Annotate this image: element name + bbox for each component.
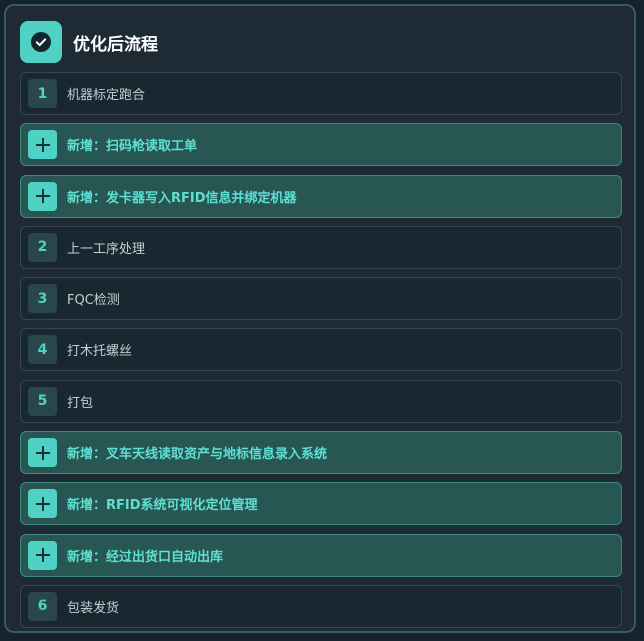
step-number-badge: 6 — [28, 591, 57, 621]
step-label: 包装发货 — [67, 600, 120, 616]
plus-icon — [28, 540, 57, 570]
step-label: 打木托螺丝 — [67, 344, 133, 360]
added-step-label: 新增：扫码枪读取工单 — [67, 139, 198, 155]
step-item-2: 2 上一工序处理 — [20, 225, 622, 269]
step-item-4: 4 打木托螺丝 — [20, 328, 622, 372]
step-number-badge: 1 — [28, 79, 57, 108]
added-step-item: 新增：发卡器写入RFID信息并绑定机器 — [20, 174, 622, 218]
plus-icon — [28, 130, 57, 160]
step-item-5: 5 打包 — [20, 379, 622, 423]
added-step-label: 新增：RFID系统可视化定位管理 — [67, 498, 258, 514]
step-number-badge: 4 — [28, 335, 57, 365]
page-title: 优化后流程 — [73, 34, 158, 55]
check-circle-icon — [20, 21, 62, 63]
optimized-process-panel: 优化后流程 1 机器标定跑合 新增：扫码枪读取工单 新增：发卡器写入RFID信息… — [4, 4, 636, 633]
step-label: 机器标定跑合 — [67, 88, 146, 103]
added-step-item: 新增：叉车天线读取资产与地标信息录入系统 — [20, 431, 622, 475]
plus-icon — [28, 489, 57, 519]
added-step-label: 新增：经过出货口自动出库 — [67, 549, 224, 565]
plus-icon — [28, 438, 57, 468]
step-number-badge: 3 — [28, 284, 57, 314]
added-step-label: 新增：发卡器写入RFID信息并绑定机器 — [67, 190, 297, 206]
panel-header: 优化后流程 — [20, 20, 158, 64]
step-label: FQC检测 — [67, 293, 120, 309]
added-step-item: 新增：扫码枪读取工单 — [20, 123, 622, 167]
step-number-badge: 5 — [28, 386, 57, 416]
plus-icon — [28, 181, 57, 211]
added-step-label: 新增：叉车天线读取资产与地标信息录入系统 — [67, 447, 328, 463]
step-item-6: 6 包装发货 — [20, 584, 622, 628]
step-label: 打包 — [67, 395, 94, 411]
process-step-list: 1 机器标定跑合 新增：扫码枪读取工单 新增：发卡器写入RFID信息并绑定机器 … — [20, 72, 622, 636]
step-item-3: 3 FQC检测 — [20, 277, 622, 321]
step-label: 上一工序处理 — [67, 241, 146, 257]
added-step-item: 新增：经过出货口自动出库 — [20, 533, 622, 577]
step-item-1: 1 机器标定跑合 — [20, 72, 622, 115]
added-step-item: 新增：RFID系统可视化定位管理 — [20, 482, 622, 526]
step-number-badge: 2 — [28, 232, 57, 262]
